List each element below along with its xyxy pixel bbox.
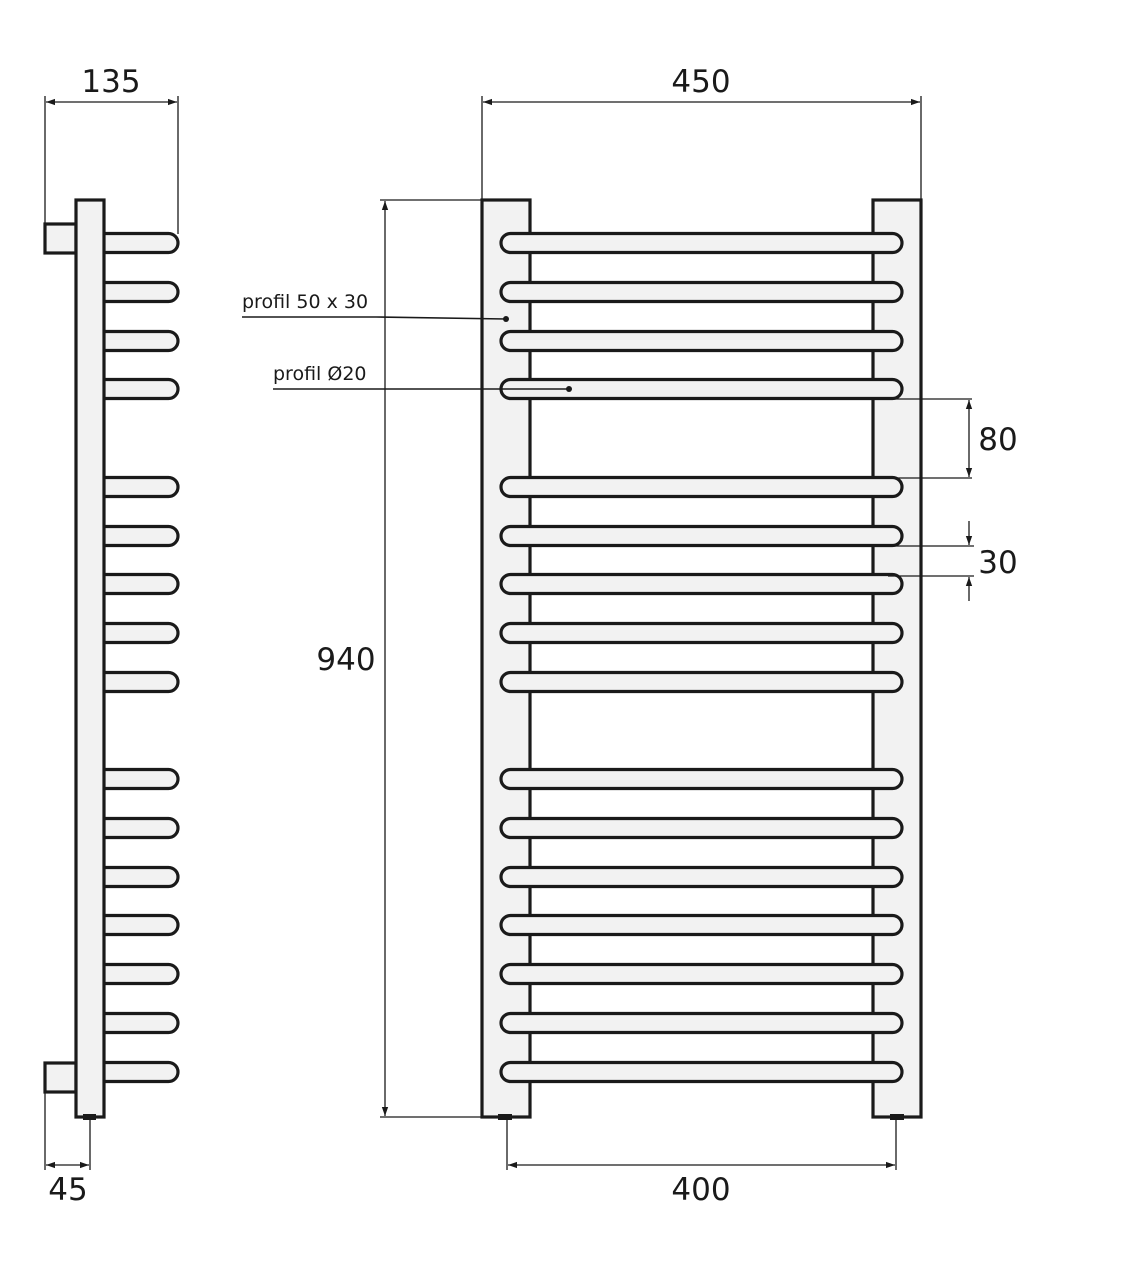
front-bar	[499, 329, 904, 353]
callout-bar-profile-dot	[566, 386, 572, 392]
side-bar	[104, 1011, 180, 1035]
side-bar	[104, 767, 180, 791]
side-bar	[104, 865, 180, 889]
side-bar	[104, 280, 180, 304]
side-bar	[104, 913, 180, 937]
callout-frame-profile-dot	[503, 316, 509, 322]
bar-gap-label: 30	[978, 545, 1017, 581]
side-bar	[104, 816, 180, 840]
side-frame	[74, 198, 106, 1119]
front-bar	[499, 865, 904, 889]
front-bar	[499, 231, 904, 255]
front-bar	[499, 1011, 904, 1035]
side-bar	[104, 475, 180, 499]
front-bar	[499, 475, 904, 499]
callout-frame-profile: profil 50 x 30	[242, 291, 509, 322]
side-bar	[104, 231, 180, 255]
front-bar	[499, 913, 904, 937]
side-mount-bottom	[43, 1061, 78, 1094]
side-view: 135 45	[43, 64, 180, 1208]
front-width-label: 450	[671, 64, 730, 100]
side-bar	[104, 377, 180, 401]
side-mount-top	[43, 222, 78, 255]
side-bar	[104, 572, 180, 596]
front-view-bars	[499, 231, 904, 1084]
callout-frame-profile-label: profil 50 x 30	[242, 291, 368, 313]
side-foot	[83, 1114, 96, 1120]
front-bar	[499, 572, 904, 596]
side-bar	[104, 1060, 180, 1084]
side-bar	[104, 670, 180, 694]
front-bar	[499, 767, 904, 791]
front-bar	[499, 962, 904, 986]
callout-frame-profile-leader	[242, 316, 507, 320]
side-mount-label: 45	[48, 1172, 87, 1208]
front-bar	[499, 816, 904, 840]
front-height-label: 940	[316, 642, 375, 678]
callout-bar-profile: profil Ø20	[273, 363, 572, 392]
side-view-bars	[104, 231, 180, 1084]
front-bar	[499, 670, 904, 694]
side-depth-label: 135	[81, 64, 140, 100]
front-foot-right	[890, 1114, 904, 1120]
front-bar	[499, 1060, 904, 1084]
side-bar	[104, 962, 180, 986]
axis-spacing-label: 400	[671, 1172, 730, 1208]
group-gap-label: 80	[978, 422, 1017, 458]
callout-bar-profile-label: profil Ø20	[273, 363, 367, 385]
front-foot-left	[498, 1114, 512, 1120]
front-view: 450 940 400 80 30 profil 50 x 30 profil …	[242, 64, 1018, 1208]
front-bar	[499, 524, 904, 548]
side-bar	[104, 329, 180, 353]
side-bar	[104, 621, 180, 645]
front-bar	[499, 280, 904, 304]
front-bar	[499, 621, 904, 645]
side-bar	[104, 524, 180, 548]
